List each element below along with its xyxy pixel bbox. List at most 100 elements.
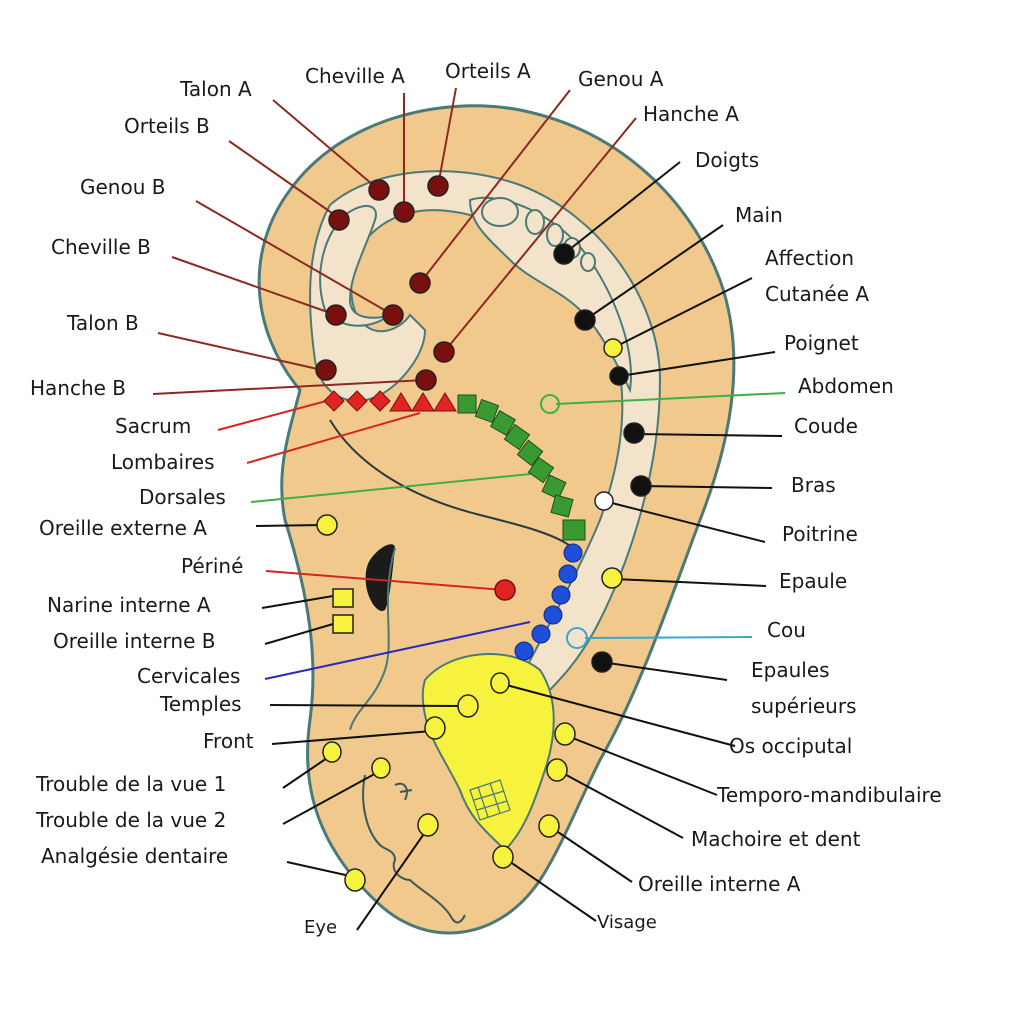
label-talon-a: Talon A: [179, 77, 252, 101]
point-dorsales-2[interactable]: [474, 398, 500, 424]
point-os-occiputal[interactable]: [490, 672, 510, 694]
points: [315, 175, 652, 892]
label-genou-a: Genou A: [578, 67, 664, 91]
point-cervicales-6[interactable]: [514, 641, 534, 661]
point-poitrine[interactable]: [594, 491, 614, 511]
point-genou-a[interactable]: [409, 272, 431, 294]
point-genou-b[interactable]: [382, 304, 404, 326]
point-dorsales-6[interactable]: [527, 456, 555, 484]
label-orteils-a: Orteils A: [445, 59, 531, 83]
point-coude[interactable]: [623, 422, 645, 444]
point-hanche-b[interactable]: [415, 369, 437, 391]
label-dorsales: Dorsales: [139, 485, 226, 509]
label-affection-cutanee-a-line1: Affection: [765, 246, 854, 270]
point-dorsales-5[interactable]: [516, 439, 544, 467]
point-doigts[interactable]: [553, 243, 575, 265]
label-front: Front: [203, 729, 254, 753]
label-talon-b: Talon B: [66, 311, 139, 335]
label-sacrum: Sacrum: [115, 414, 191, 438]
point-lombaires-1[interactable]: [389, 392, 413, 412]
face-eye: [394, 782, 413, 801]
point-oreille-externe-a[interactable]: [316, 514, 338, 536]
label-os-occiputal: Os occiputal: [729, 734, 852, 758]
concha-outline: [329, 419, 576, 551]
label-epaules-superieurs-line2: supérieurs: [751, 694, 857, 718]
point-trouble-vue-2[interactable]: [371, 757, 391, 779]
label-hanche-a: Hanche A: [643, 102, 739, 126]
point-cervicales-5[interactable]: [531, 624, 551, 644]
ear-shape: [257, 104, 736, 935]
point-orteils-b[interactable]: [328, 209, 350, 231]
label-cheville-a: Cheville A: [305, 64, 405, 88]
point-orteils-a[interactable]: [427, 175, 449, 197]
label-affection-cutanee-a-line2: Cutanée A: [765, 282, 869, 306]
point-cheville-a[interactable]: [393, 201, 415, 223]
point-dorsales-1[interactable]: [457, 394, 477, 414]
toes: [481, 197, 596, 272]
point-trouble-vue-1[interactable]: [322, 741, 342, 763]
point-perine[interactable]: [494, 579, 516, 601]
point-bras[interactable]: [630, 475, 652, 497]
point-temples[interactable]: [457, 694, 479, 718]
labels: Talon A Cheville A Orteils A Genou A Han…: [30, 59, 942, 938]
point-sacrum-3[interactable]: [369, 390, 391, 412]
point-dorsales-9[interactable]: [562, 519, 586, 541]
label-poignet: Poignet: [784, 331, 859, 355]
point-dorsales-3[interactable]: [490, 410, 516, 436]
point-cervicales-2[interactable]: [558, 564, 578, 584]
point-machoire-et-dent[interactable]: [546, 758, 568, 782]
point-dorsales-7[interactable]: [541, 474, 567, 500]
point-analgesie-dentaire[interactable]: [344, 868, 366, 892]
point-dorsales-4[interactable]: [503, 423, 531, 451]
point-lombaires-2[interactable]: [411, 392, 435, 412]
point-cervicales-4[interactable]: [543, 605, 563, 625]
point-sacrum-1[interactable]: [323, 390, 345, 412]
label-cou: Cou: [767, 618, 806, 642]
label-oreille-interne-a: Oreille interne A: [638, 872, 801, 896]
point-cervicales-1[interactable]: [563, 543, 583, 563]
point-epaules-superieurs[interactable]: [591, 651, 613, 673]
label-abdomen: Abdomen: [798, 374, 894, 398]
point-poignet[interactable]: [609, 366, 629, 386]
tragus-outline: [349, 547, 396, 731]
label-poitrine: Poitrine: [782, 522, 858, 546]
label-oreille-interne-b: Oreille interne B: [53, 629, 215, 653]
point-visage[interactable]: [492, 845, 514, 869]
label-oreille-externe-a: Oreille externe A: [39, 516, 207, 540]
point-hanche-a[interactable]: [433, 341, 455, 363]
point-talon-b[interactable]: [315, 359, 337, 381]
point-dorsales-8[interactable]: [550, 494, 574, 518]
label-hanche-b: Hanche B: [30, 376, 126, 400]
point-cou[interactable]: [566, 627, 588, 649]
label-epaules-superieurs-line1: Epaules: [751, 658, 830, 682]
point-eye[interactable]: [417, 813, 439, 837]
point-front[interactable]: [424, 716, 446, 740]
label-analgesie-dentaire: Analgésie dentaire: [41, 844, 228, 868]
point-narine-interne-a[interactable]: [332, 588, 354, 608]
point-main[interactable]: [574, 309, 596, 331]
point-epaule[interactable]: [601, 567, 623, 589]
label-doigts: Doigts: [695, 148, 759, 172]
point-oreille-interne-b[interactable]: [332, 614, 354, 634]
point-abdomen[interactable]: [540, 394, 560, 414]
leader-lines: [152, 87, 786, 931]
point-temporo-mandibulaire[interactable]: [554, 722, 576, 746]
point-cheville-b[interactable]: [325, 304, 347, 326]
label-trouble-vue-1: Trouble de la vue 1: [35, 772, 226, 796]
label-temporo-mandibulaire: Temporo-mandibulaire: [716, 783, 942, 807]
point-talon-a[interactable]: [368, 179, 390, 201]
label-coude: Coude: [794, 414, 858, 438]
point-affection-cutanee-a[interactable]: [603, 338, 623, 358]
point-lombaires-3[interactable]: [433, 392, 457, 412]
label-eye: Eye: [304, 917, 337, 938]
label-epaule: Epaule: [779, 569, 847, 593]
label-genou-b: Genou B: [80, 175, 165, 199]
label-machoire-et-dent: Machoire et dent: [691, 827, 861, 851]
point-oreille-interne-a[interactable]: [538, 814, 560, 838]
sacrum-points: [323, 390, 391, 412]
point-cervicales-3[interactable]: [551, 585, 571, 605]
label-main: Main: [735, 203, 783, 227]
point-sacrum-2[interactable]: [346, 390, 368, 412]
label-cervicales: Cervicales: [137, 664, 240, 688]
